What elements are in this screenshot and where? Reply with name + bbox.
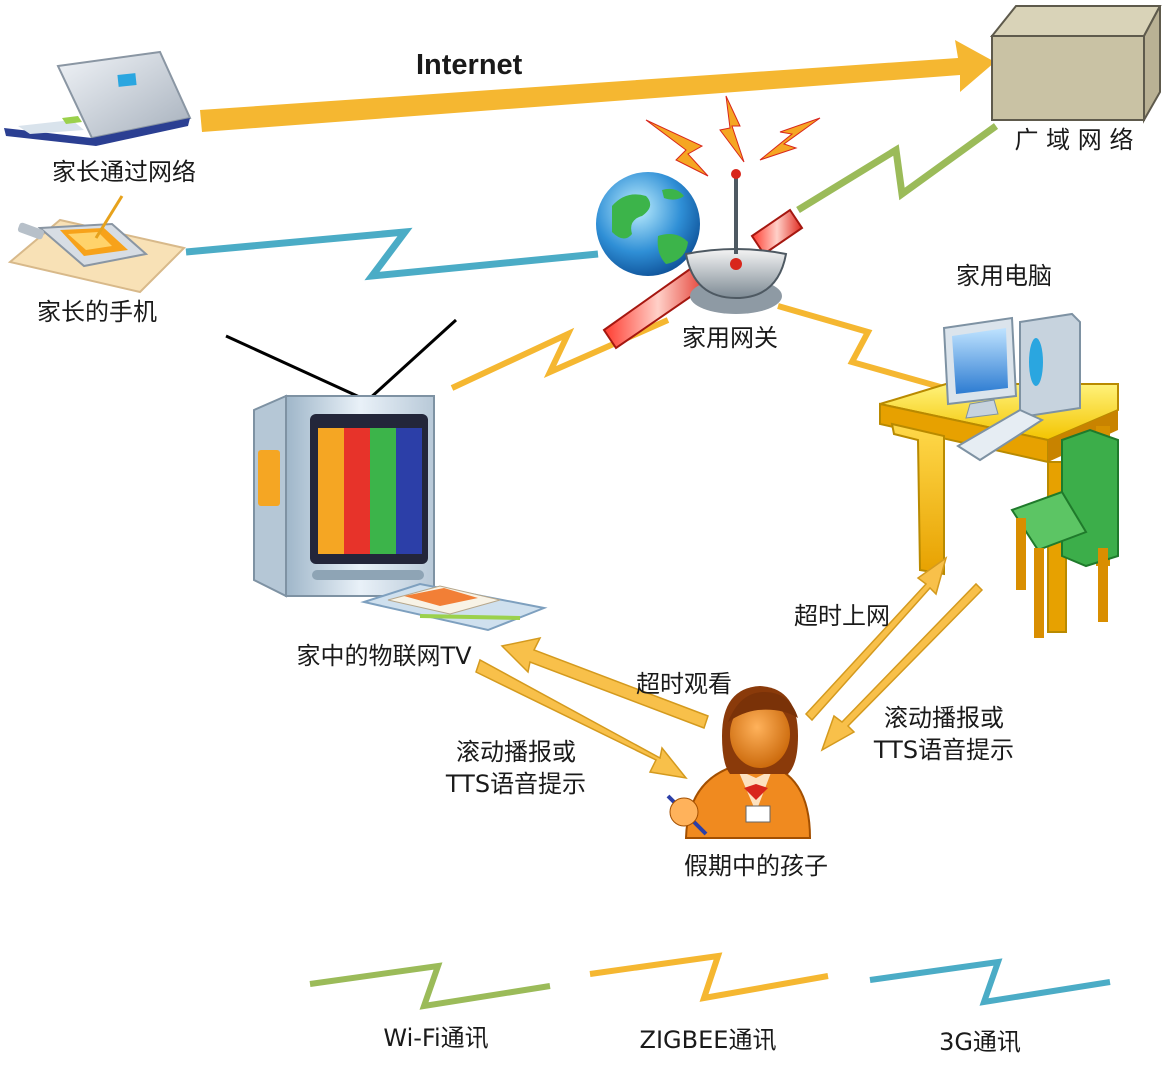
arrow-pc-prompt bbox=[820, 582, 984, 752]
legend-wifi-line bbox=[309, 962, 551, 1010]
legend-wifi-label: Wi-Fi通讯 bbox=[383, 1024, 489, 1052]
parent-network-label: 家长通过网络 bbox=[52, 158, 196, 186]
wan-server-icon bbox=[989, 5, 1162, 124]
phone-icon bbox=[7, 195, 186, 294]
laptop-icon bbox=[4, 50, 192, 146]
parent-phone-label: 家长的手机 bbox=[37, 298, 157, 326]
legend-3g-line bbox=[869, 958, 1111, 1006]
iot-tv-label: 家中的物联网TV bbox=[296, 642, 472, 670]
gateway-label: 家用网关 bbox=[682, 324, 778, 352]
child-label: 假期中的孩子 bbox=[684, 852, 828, 880]
edge-pc-prompt-line1: 滚动播报或 bbox=[884, 704, 1004, 732]
edge-tv-prompt-line1: 滚动播报或 bbox=[456, 738, 576, 766]
edge-tv-watch-label: 超时观看 bbox=[636, 670, 732, 698]
arrow-pc-online bbox=[804, 556, 948, 722]
arrow-tv-prompt bbox=[475, 658, 688, 780]
wifi-link bbox=[796, 123, 999, 213]
set-top-box-icon bbox=[360, 582, 548, 632]
gateway-icon bbox=[596, 95, 821, 350]
edge-tv-prompt-line2: TTS语音提示 bbox=[445, 770, 587, 798]
child-icon bbox=[666, 686, 812, 839]
legend-zigbee-line bbox=[589, 952, 829, 1002]
home-pc-icon bbox=[879, 312, 1119, 638]
edge-pc-online-label: 超时上网 bbox=[794, 602, 890, 630]
wan-label: 广 域 网 络 bbox=[1014, 126, 1134, 154]
zigbee-link-tv bbox=[450, 317, 670, 391]
legend-3g-label: 3G通讯 bbox=[939, 1028, 1021, 1056]
arrow-tv-watch bbox=[500, 636, 709, 729]
edge-pc-prompt-line2: TTS语音提示 bbox=[873, 736, 1015, 764]
tv-icon bbox=[225, 318, 458, 598]
legend-zigbee-label: ZIGBEE通讯 bbox=[639, 1026, 777, 1054]
home-pc-label: 家用电脑 bbox=[956, 262, 1052, 290]
internet-label: Internet bbox=[416, 49, 523, 81]
zigbee-link-pc bbox=[777, 303, 945, 391]
3g-link bbox=[185, 227, 599, 281]
internet-arrow bbox=[200, 40, 995, 132]
